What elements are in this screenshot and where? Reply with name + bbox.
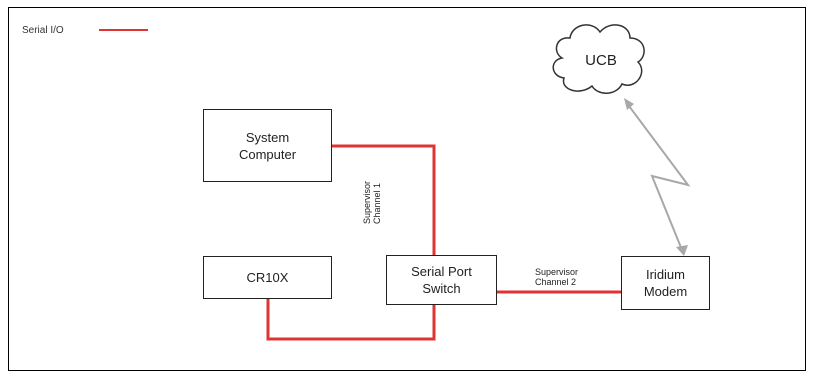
diagram-frame	[8, 7, 806, 371]
iridium-modem-label: Iridium Modem	[643, 267, 688, 299]
cr10x-label: CR10X	[246, 270, 289, 285]
serial-line-system-to-switch	[332, 144, 436, 255]
supervisor-channel-1-label: Supervisor Channel 1	[362, 180, 382, 224]
supervisor-channel-2-label: Supervisor Channel 2	[535, 267, 579, 287]
radio-link-line	[625, 101, 691, 251]
ucb-label: UCB	[585, 52, 617, 69]
ucb-cloud-icon	[552, 24, 645, 94]
serial-line-cr10x-to-switch	[266, 299, 436, 341]
radio-link-arrow-up-icon	[624, 98, 634, 110]
iridium-modem-box: Iridium Modem	[621, 256, 710, 310]
cr10x-box: CR10X	[203, 256, 332, 299]
system-computer-label: System Computer	[238, 129, 297, 162]
serial-port-switch-box: Serial Port Switch	[386, 255, 497, 305]
serial-port-switch-label: Serial Port Switch	[411, 264, 472, 296]
system-computer-box: System Computer	[203, 109, 332, 182]
legend-label: Serial I/O	[22, 25, 64, 36]
radio-link-arrow-down-icon	[676, 245, 688, 256]
